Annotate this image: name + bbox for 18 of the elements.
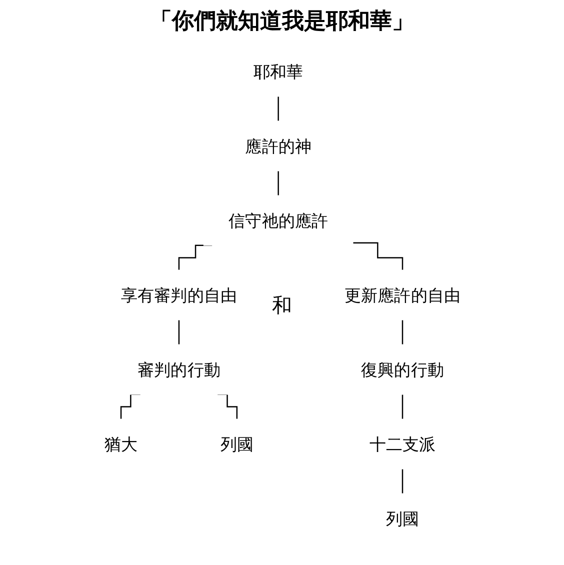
- connector: [401, 468, 403, 494]
- node-text: 猶大: [104, 434, 138, 454]
- node-text: 更新應許的自由: [344, 285, 460, 305]
- connector: [277, 96, 278, 122]
- node-text: 列國: [220, 434, 254, 454]
- node-text: 應許的神: [244, 136, 311, 156]
- connector: [352, 242, 403, 271]
- node-text: 信守祂的應許: [228, 210, 328, 230]
- diagram-title: 「你們就知道我是耶和華」: [150, 8, 414, 36]
- node-text: 復興的行動: [360, 360, 444, 380]
- node-text: 耶和華: [253, 62, 303, 82]
- node-text: 列國: [385, 508, 419, 528]
- connector: [277, 170, 278, 196]
- connector: [401, 394, 403, 420]
- connector: [178, 319, 180, 346]
- node-text: 十二支派: [368, 434, 436, 454]
- connector: [401, 319, 403, 346]
- node-text: 享有審判的自由: [120, 285, 236, 305]
